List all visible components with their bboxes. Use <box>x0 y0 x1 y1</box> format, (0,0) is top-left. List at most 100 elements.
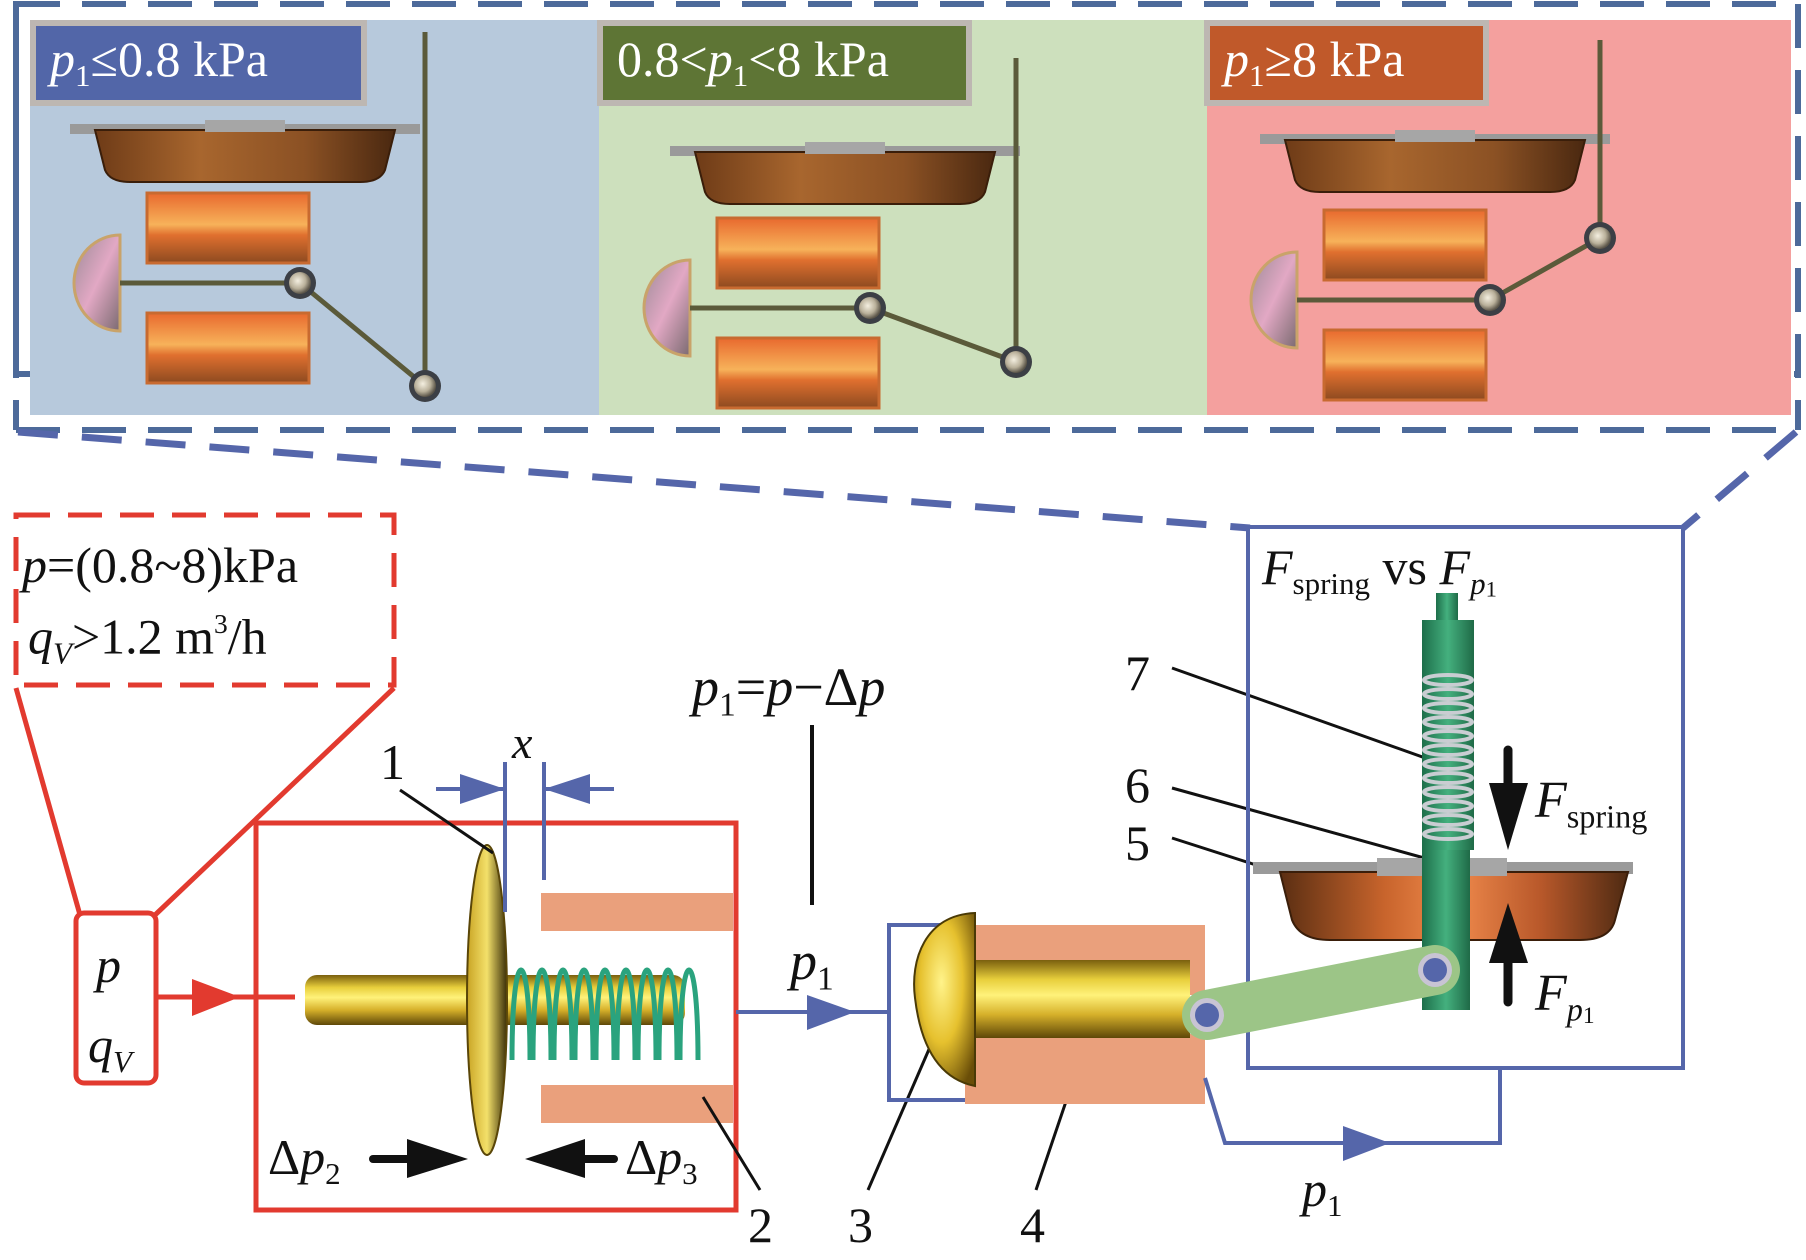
fc-F1: F <box>1262 539 1293 595</box>
part-number-7: 7 <box>1125 645 1150 701</box>
inset-diaphragm-hub <box>205 120 285 132</box>
inset-seat-lower <box>1322 328 1488 402</box>
spring-coil <box>572 967 596 1061</box>
flow-limiter-disc <box>466 844 508 1156</box>
inlet-condition-pressure: p=(0.8~8)kPa <box>22 540 298 590</box>
inlet-pressure-label: p <box>96 937 121 993</box>
regulating-spring-coil <box>1422 757 1474 771</box>
badge-high-sub: 1 <box>1249 57 1265 93</box>
cond-p-rest: =(0.8~8)kPa <box>47 537 299 593</box>
cond-q-rest: >1.2 m <box>71 608 215 665</box>
regulating-spring-coil <box>1422 701 1474 715</box>
valve-head <box>913 911 976 1088</box>
dp2-var: p <box>300 1129 326 1185</box>
p1-mid-label: p1 <box>790 934 834 996</box>
badge-high-var: p <box>1224 31 1249 87</box>
valve-seat-lower <box>965 1034 1205 1104</box>
regulating-spring-coil <box>1422 827 1474 841</box>
spring-coil <box>530 967 554 1061</box>
cond-q-sub: V <box>53 635 72 671</box>
fp-sub-num: 1 <box>1582 1002 1595 1029</box>
p1-flow-arrowhead <box>807 995 855 1030</box>
inset-valve-head <box>1249 250 1299 350</box>
inset-pivot-ball-1 <box>289 272 311 294</box>
p1-equation: p1=p−Δp <box>692 660 885 722</box>
zoom-connector-right <box>1680 429 1799 531</box>
part-number-3: 3 <box>848 1197 873 1253</box>
fc-sub2-var: p <box>1470 565 1486 601</box>
lever-pin-left <box>1195 1003 1219 1027</box>
p1eq-sub: 1 <box>719 686 736 724</box>
inlet-q-var: q <box>88 1017 113 1073</box>
valve-rod-tip <box>1436 593 1458 623</box>
force-comparison-label: Fspring vs Fp1 <box>1262 542 1497 601</box>
inset-mechanism-high <box>1249 40 1616 402</box>
regulating-spring-coil <box>1422 771 1474 785</box>
orifice-seat-upper <box>541 893 733 931</box>
fc-sub2-num: 1 <box>1485 576 1497 602</box>
fc-sub1: spring <box>1292 565 1371 601</box>
condition-connector-left <box>13 687 83 916</box>
force-balance-box <box>1246 525 1685 1070</box>
badge-mid-pre: 0.8< <box>617 31 708 87</box>
dp3-var: p <box>657 1129 683 1185</box>
fs-F: F <box>1535 772 1567 829</box>
badge-mid-rest: <8 kPa <box>748 31 889 87</box>
p1eq-minus: −Δ <box>793 657 859 717</box>
state-badge-mid: 0.8<p1<8 kPa <box>597 20 972 106</box>
inset-seat-lower <box>715 336 881 410</box>
inset-link <box>1488 235 1602 303</box>
inset-link <box>869 305 1017 365</box>
leader-part-2 <box>701 1096 762 1191</box>
spring-coil <box>509 967 533 1061</box>
inset-seat-upper <box>715 216 881 290</box>
badge-low-sub: 1 <box>75 57 91 93</box>
inset-diaphragm <box>93 129 397 183</box>
inset-diaphragm <box>1283 139 1587 193</box>
spring-coil <box>635 967 659 1061</box>
regulating-spring <box>1422 673 1474 841</box>
badge-low-rest: ≤0.8 kPa <box>90 31 268 87</box>
dp3-label: Δp3 <box>625 1132 698 1189</box>
leader-part-1 <box>399 788 494 855</box>
inset-mechanism-low <box>70 32 441 402</box>
valve-stem <box>960 960 1190 1038</box>
leader-part-6 <box>1171 786 1447 866</box>
spring-coil <box>593 967 617 1061</box>
condition-connector-right <box>153 686 396 917</box>
regulating-spring-coil <box>1422 813 1474 827</box>
state-badge-low: p1≤0.8 kPa <box>30 20 367 106</box>
part-number-2: 2 <box>748 1197 773 1253</box>
x-dim-arrow-right <box>544 774 590 804</box>
dp2-sub: 2 <box>325 1155 341 1191</box>
inset-seat-lower <box>145 311 311 385</box>
inlet-condition-box <box>13 512 397 688</box>
part-number-1: 1 <box>380 734 405 790</box>
inset-pivot-ball-2 <box>1005 351 1027 373</box>
fp-sub-var: p <box>1566 991 1583 1028</box>
p1eq-eq: = <box>735 657 767 717</box>
lever-pin-right <box>1423 958 1447 982</box>
regulating-spring-coil <box>1422 715 1474 729</box>
dp3-delta: Δ <box>625 1129 658 1185</box>
spring-coil <box>677 967 701 1061</box>
regulating-spring-coil <box>1422 673 1474 687</box>
inset-pivot-ball-1 <box>859 297 881 319</box>
spring-coil <box>656 967 680 1061</box>
f-spring-label: Fspring <box>1535 775 1647 833</box>
badge-mid-var: p <box>707 31 733 87</box>
dp3-sub: 3 <box>682 1155 698 1191</box>
badge-mid-sub: 1 <box>732 57 749 93</box>
p1eq-var2: p <box>766 657 794 717</box>
part-number-4: 4 <box>1020 1197 1045 1253</box>
p1eq-var3: p <box>858 657 886 717</box>
zoom-connector-left <box>17 428 1251 532</box>
f-p1-arrow-head <box>1489 903 1528 963</box>
linkage-lever <box>1182 945 1460 1040</box>
regulating-spring-coil <box>1422 799 1474 813</box>
inlet-condition-flow: qV>1.2 m3/h <box>28 610 267 669</box>
flow-limiter-chamber <box>253 820 739 1213</box>
p1mid-var: p <box>790 931 817 991</box>
x-dimension-label: x <box>512 717 533 768</box>
